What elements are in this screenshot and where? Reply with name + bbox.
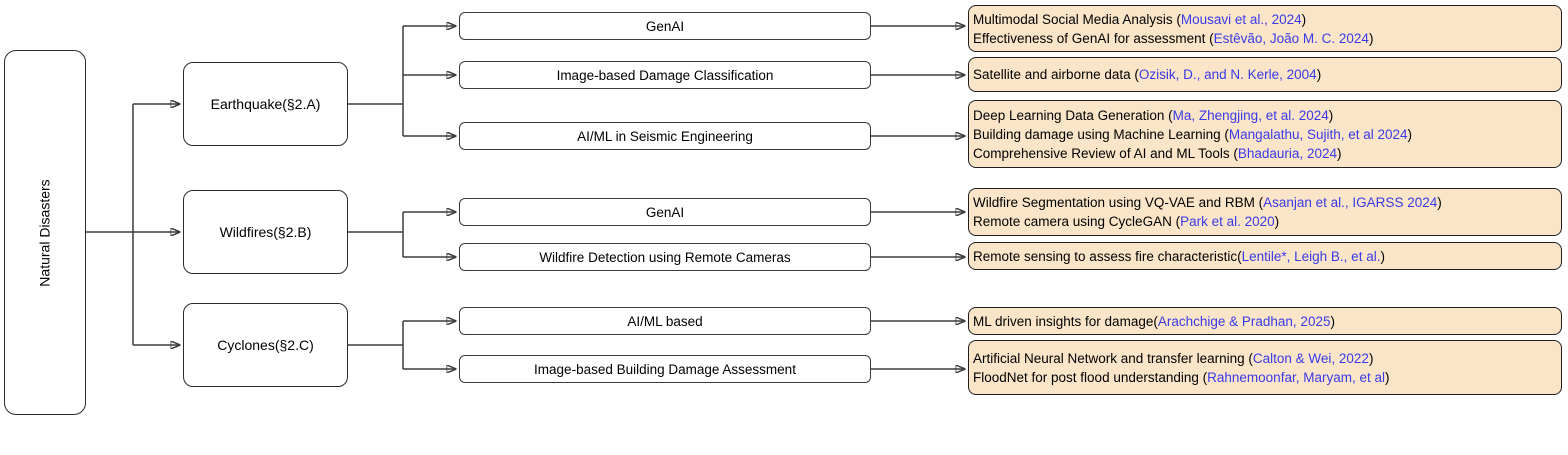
reference-line: Multimodal Social Media Analysis (Mousav…: [973, 10, 1557, 29]
reference-box-image-based-building-damage-assessment: Artificial Neural Network and transfer l…: [968, 340, 1562, 395]
topic-label: Image-based Building Damage Assessment: [534, 361, 796, 377]
category-label: Cyclones(§2.C): [217, 337, 314, 353]
topic-label: GenAI: [645, 18, 685, 34]
citation-text: Estêvão, João M. C. 2024: [1213, 30, 1369, 46]
reference-line: Building damage using Machine Learning (…: [973, 125, 1557, 144]
reference-line: Wildfire Segmentation using VQ-VAE and R…: [973, 193, 1557, 212]
paren-close: ): [1368, 350, 1374, 366]
root-label: Natural Disasters: [37, 178, 53, 287]
reference-line: Effectiveness of GenAI for assessment (E…: [973, 29, 1557, 48]
reference-box-aiml-seismic-engineering: Deep Learning Data Generation (Ma, Zheng…: [968, 100, 1562, 168]
paren-close: ): [1336, 145, 1342, 161]
topic-label: AI/ML based: [627, 313, 703, 329]
reference-line: Comprehensive Review of AI and ML Tools …: [973, 144, 1557, 163]
citation-text: Ozisik, D., and N. Kerle, 2004: [1138, 67, 1317, 82]
citation-text: Mangalathu, Sujith, et al 2024: [1228, 126, 1408, 142]
citation-text: Ma, Zhengjing, et al. 2024: [1172, 107, 1329, 123]
reference-title: Remote camera using CycleGAN (: [973, 214, 1181, 229]
reference-title: Remote sensing to assess fire characteri…: [973, 248, 1242, 264]
reference-line: FloodNet for post flood understanding (R…: [973, 368, 1557, 387]
citation-text: Bhadauria, 2024: [1237, 145, 1337, 161]
reference-line: Remote sensing to assess fire characteri…: [973, 247, 1557, 266]
reference-title: Satellite and airborne data (: [973, 67, 1139, 82]
paren-close: ): [1380, 248, 1385, 264]
reference-box-aiml-based: ML driven insights for damage(Arachchige…: [968, 307, 1562, 335]
topic-aiml-seismic-engineering: AI/ML in Seismic Engineering: [459, 122, 871, 150]
category-label: Earthquake(§2.A): [210, 96, 321, 112]
paren-close: ): [1328, 107, 1334, 123]
reference-title: ML driven insights for damage(: [973, 313, 1158, 329]
reference-line: ML driven insights for damage(Arachchige…: [973, 312, 1557, 331]
category-cyclones: Cyclones(§2.C): [183, 303, 348, 387]
category-wildfires: Wildfires(§2.B): [183, 190, 348, 274]
topic-genai-earthquake: GenAI: [459, 12, 871, 40]
category-label: Wildfires(§2.B): [219, 224, 312, 240]
reference-title: Comprehensive Review of AI and ML Tools …: [973, 145, 1238, 161]
paren-close: ): [1384, 369, 1390, 385]
citation-text: Asanjan et al., IGARSS 2024: [1263, 195, 1438, 210]
paren-close: ): [1274, 214, 1280, 229]
reference-title: FloodNet for post flood understanding (: [973, 369, 1208, 385]
topic-image-based-damage-classification: Image-based Damage Classification: [459, 61, 871, 89]
reference-title: Effectiveness of GenAI for assessment (: [973, 30, 1214, 46]
citation-text: Calton & Wei, 2022: [1252, 350, 1369, 366]
reference-title: Multimodal Social Media Analysis (: [973, 11, 1181, 27]
citation-text: Park et al. 2020: [1180, 214, 1275, 229]
topic-label: Wildfire Detection using Remote Cameras: [539, 249, 791, 265]
reference-box-wildfire-detection-remote-cameras: Remote sensing to assess fire characteri…: [968, 242, 1562, 270]
topic-label: GenAI: [645, 204, 685, 220]
reference-box-genai-wildfires: Wildfire Segmentation using VQ-VAE and R…: [968, 188, 1562, 236]
reference-title: Deep Learning Data Generation (: [973, 107, 1173, 123]
reference-title: Building damage using Machine Learning (: [973, 126, 1229, 142]
reference-box-image-based-damage-classification: Satellite and airborne data (Ozisik, D.,…: [968, 57, 1562, 92]
reference-line: Artificial Neural Network and transfer l…: [973, 349, 1557, 368]
citation-text: Arachchige & Pradhan, 2025: [1157, 313, 1331, 329]
citation-text: Rahnemoonfar, Maryam, et al: [1207, 369, 1385, 385]
topic-label: AI/ML in Seismic Engineering: [577, 128, 753, 144]
reference-line: Deep Learning Data Generation (Ma, Zheng…: [973, 106, 1557, 125]
topic-image-based-building-damage-assessment: Image-based Building Damage Assessment: [459, 355, 871, 383]
reference-title: Wildfire Segmentation using VQ-VAE and R…: [973, 195, 1264, 210]
category-earthquake: Earthquake(§2.A): [183, 62, 348, 146]
reference-line: Satellite and airborne data (Ozisik, D.,…: [973, 65, 1557, 84]
paren-close: ): [1330, 313, 1335, 329]
paren-close: ): [1316, 67, 1322, 82]
citation-text: Lentile*, Leigh B., et al.: [1241, 248, 1381, 264]
reference-title: Artificial Neural Network and transfer l…: [973, 350, 1253, 366]
paren-close: ): [1301, 11, 1307, 27]
citation-text: Mousavi et al., 2024: [1180, 11, 1302, 27]
reference-line: Remote camera using CycleGAN (Park et al…: [973, 212, 1557, 231]
topic-wildfire-detection-remote-cameras: Wildfire Detection using Remote Cameras: [459, 243, 871, 271]
root-node-natural-disasters: Natural Disasters: [4, 50, 86, 415]
paren-close: ): [1407, 126, 1413, 142]
topic-genai-wildfires: GenAI: [459, 198, 871, 226]
reference-box-genai-earthquake: Multimodal Social Media Analysis (Mousav…: [968, 5, 1562, 52]
topic-aiml-based: AI/ML based: [459, 307, 871, 335]
paren-close: ): [1368, 30, 1374, 46]
paren-close: ): [1437, 195, 1442, 210]
topic-label: Image-based Damage Classification: [556, 67, 774, 83]
